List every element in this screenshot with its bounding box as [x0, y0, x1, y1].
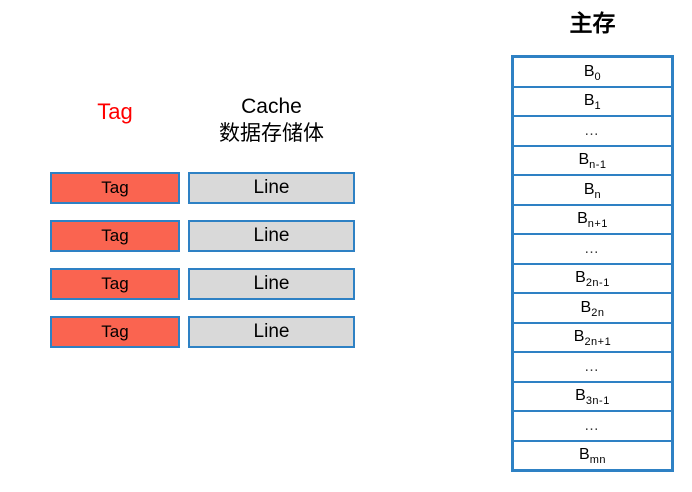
memory-block-label: B3n-1: [575, 387, 610, 408]
cache-tag-cell[interactable]: Tag: [50, 220, 180, 252]
memory-block-label: …: [584, 358, 601, 376]
memory-block-ellipsis[interactable]: …: [514, 235, 671, 265]
memory-block-ellipsis[interactable]: …: [514, 117, 671, 147]
memory-block-cell[interactable]: B0: [514, 58, 671, 88]
memory-block-cell[interactable]: B2n-1: [514, 265, 671, 294]
cache-header-line1: Cache: [241, 95, 302, 118]
cache-tag-column-header: Tag: [97, 99, 133, 124]
cache-header-line2: 数据存储体: [219, 122, 324, 145]
memory-block-label: Bmn: [579, 446, 606, 467]
cache-line-cell[interactable]: Line: [188, 268, 355, 300]
memory-block-label: B1: [583, 92, 602, 113]
cache-tag-cell[interactable]: Tag: [50, 316, 180, 348]
memory-block-cell[interactable]: Bmn: [514, 442, 671, 470]
memory-block-label: B2n-1: [575, 269, 610, 290]
cache-data-column-header: Cache 数据存储体: [188, 94, 355, 147]
memory-block-label: B0: [583, 62, 602, 83]
memory-block-label: Bn+1: [577, 210, 608, 231]
memory-block-label: B2n+1: [573, 328, 612, 349]
memory-block-cell[interactable]: B2n: [514, 294, 671, 324]
cache-tag-cell[interactable]: Tag: [50, 268, 180, 300]
cache-row: Tag Line: [0, 172, 420, 204]
memory-block-ellipsis[interactable]: …: [514, 412, 671, 442]
cache-row: Tag Line: [0, 316, 420, 348]
memory-block-cell[interactable]: Bn+1: [514, 206, 671, 235]
cache-line-cell[interactable]: Line: [188, 172, 355, 204]
cache-tag-cell[interactable]: Tag: [50, 172, 180, 204]
memory-block-cell[interactable]: B1: [514, 88, 671, 117]
memory-block-label: …: [584, 417, 601, 435]
memory-block-label: …: [584, 122, 601, 140]
memory-block-label: Bn: [583, 180, 602, 201]
memory-block-ellipsis[interactable]: …: [514, 353, 671, 383]
cache-line-cell[interactable]: Line: [188, 316, 355, 348]
memory-block-label: B2n: [580, 298, 605, 319]
memory-block-cell[interactable]: B3n-1: [514, 383, 671, 412]
main-memory-title: 主存: [569, 10, 616, 36]
memory-block-label: …: [584, 240, 601, 258]
cache-row: Tag Line: [0, 268, 420, 300]
cache-line-cell[interactable]: Line: [188, 220, 355, 252]
memory-block-cell[interactable]: Bn-1: [514, 147, 671, 176]
memory-block-cell[interactable]: B2n+1: [514, 324, 671, 353]
memory-block-cell[interactable]: Bn: [514, 176, 671, 206]
cache-panel: Tag Cache 数据存储体 Tag Line Tag Line Tag Li…: [0, 94, 420, 348]
memory-block-label: Bn-1: [578, 151, 607, 172]
cache-row: Tag Line: [0, 220, 420, 252]
